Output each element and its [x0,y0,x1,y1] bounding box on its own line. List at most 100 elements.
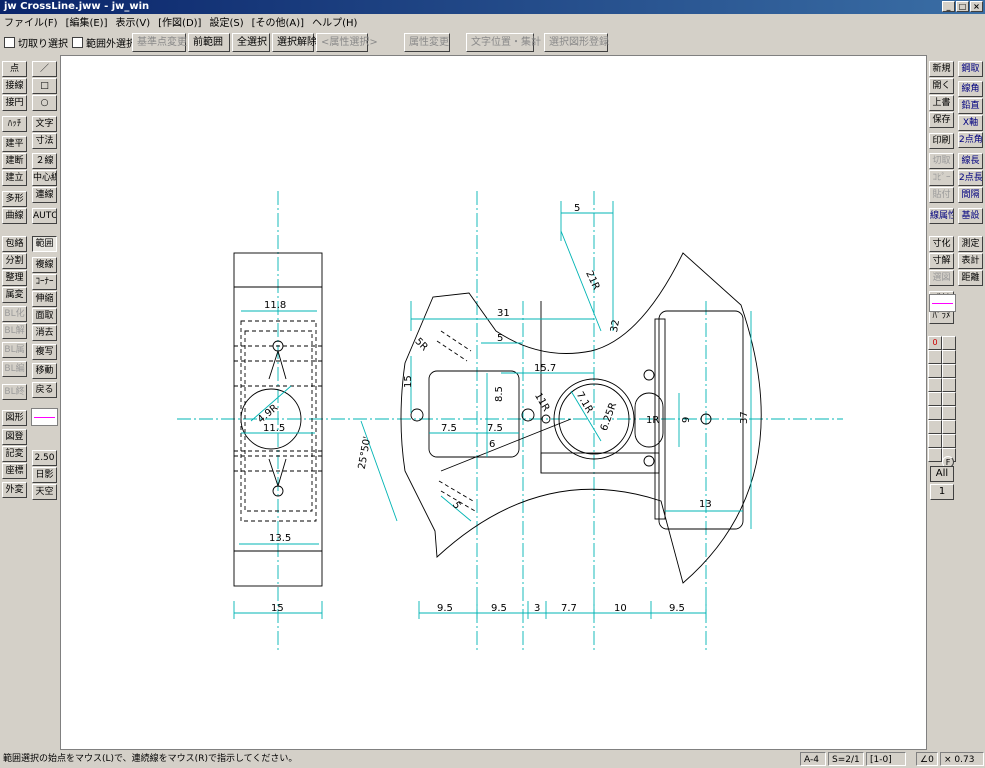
layer-cell[interactable] [942,392,956,406]
layer-cell[interactable] [928,406,942,420]
right-tool-b-9[interactable]: 測定 [958,236,983,252]
left-tool-a-22[interactable]: 外変 [2,482,27,498]
layer-cell[interactable] [942,364,956,378]
left-tool-a-6[interactable]: 建立 [2,170,27,186]
right-tool-a-8[interactable]: 線属性 [929,208,954,224]
left-tool-a-0[interactable]: 点 [2,61,27,77]
left-tool-a-4[interactable]: 建平 [2,136,27,152]
left-tool-a-15[interactable]: BL属 [2,342,27,358]
right-tool-b-5[interactable]: 線長 [958,153,983,169]
left-tool-a-3[interactable]: ﾊｯﾁ [2,116,27,132]
left-tool-a-21[interactable]: 座標 [2,463,27,479]
right-tool-b-1[interactable]: 線角 [958,81,983,97]
right-tool-b-6[interactable]: 2点長 [958,170,983,186]
right-tool-b-7[interactable]: 間隔 [958,187,983,203]
right-tool-b-11[interactable]: 距離 [958,270,983,286]
left-tool-b-16[interactable]: 移動 [32,363,57,379]
left-tool-b-1[interactable]: □ [32,78,57,94]
right-tool-a-3[interactable]: 保存 [929,112,954,128]
left-tool-b-18[interactable]: 2.50 [32,450,57,466]
minimize-icon[interactable]: _ [942,1,955,12]
text-position-button[interactable]: 文字位置・集計 [466,33,541,52]
layer-cell[interactable] [928,378,942,392]
left-tool-a-10[interactable]: 分割 [2,253,27,269]
layer-cell[interactable] [928,448,942,462]
layer-all-button[interactable]: All [930,466,954,482]
layer-cell[interactable] [928,364,942,378]
layer-cell[interactable] [942,434,956,448]
right-tool-a-4[interactable]: 印刷 [929,133,954,149]
right-tool-a-5[interactable]: 切取 [929,153,954,169]
line-style-preview[interactable] [31,408,58,426]
right-tool-b-4[interactable]: 2点角 [958,132,983,148]
layer-group-marker[interactable]: 0 [928,336,942,350]
layer-page-button[interactable]: 1 [930,484,954,500]
menu-other[interactable]: [その他(A)] [251,18,305,29]
right-tool-a-6[interactable]: ｺﾋﾟｰ [929,170,954,186]
cut-select-checkbox[interactable]: 切取り選択 [4,35,68,50]
scale-indicator[interactable]: S=2/1 [828,752,864,766]
layer-indicator[interactable]: [1-0] [866,752,906,766]
left-tool-b-20[interactable]: 天空 [32,484,57,500]
layer-cell[interactable] [928,392,942,406]
left-tool-b-4[interactable]: 寸法 [32,133,57,149]
line-color-preview[interactable] [929,294,956,312]
left-tool-b-7[interactable]: 連線 [32,187,57,203]
right-tool-b-3[interactable]: X軸 [958,115,983,131]
layer-cell[interactable] [928,434,942,448]
right-tool-a-9[interactable]: 寸化 [929,236,954,252]
right-tool-a-10[interactable]: 寸解 [929,253,954,269]
left-tool-b-9[interactable]: 範囲 [32,236,57,252]
change-base-point-button[interactable]: 基準点変更 [132,33,187,52]
outside-select-checkbox[interactable]: 範囲外選択 [72,35,136,50]
zoom-indicator[interactable]: × 0.73 [940,752,984,766]
left-tool-a-16[interactable]: BL編 [2,361,27,377]
right-tool-a-7[interactable]: 貼付 [929,187,954,203]
layer-cell[interactable] [942,420,956,434]
angle-indicator[interactable]: ∠0 [916,752,938,766]
right-tool-a-0[interactable]: 新規 [929,61,954,77]
menu-draw[interactable]: [作図(D)] [158,18,202,29]
left-tool-b-5[interactable]: ２線 [32,153,57,169]
left-tool-a-18[interactable]: 図形 [2,410,27,426]
left-tool-a-11[interactable]: 整理 [2,270,27,286]
left-tool-b-14[interactable]: 消去 [32,325,57,341]
left-tool-a-7[interactable]: 多形 [2,191,27,207]
layer-cell[interactable] [942,406,956,420]
paper-size[interactable]: A-4 [800,752,826,766]
menu-settings[interactable]: 設定(S) [209,18,244,29]
right-tool-b-8[interactable]: 基設 [958,208,983,224]
left-tool-a-5[interactable]: 建断 [2,153,27,169]
left-tool-a-8[interactable]: 曲線 [2,208,27,224]
layer-cell[interactable] [942,350,956,364]
left-tool-b-12[interactable]: 伸縮 [32,291,57,307]
left-tool-a-14[interactable]: BL解 [2,323,27,339]
left-tool-b-10[interactable]: 複線 [32,257,57,273]
register-figure-button[interactable]: 選択図形登録 [544,33,609,52]
menu-help[interactable]: ヘルプ(H) [312,18,358,29]
left-tool-b-15[interactable]: 複写 [32,344,57,360]
left-tool-b-17[interactable]: 戻る [32,382,57,398]
left-tool-b-2[interactable]: ○ [32,95,57,111]
previous-range-button[interactable]: 前範囲 [188,33,230,52]
attribute-select-button[interactable]: <属性選択> [316,33,378,52]
menu-edit[interactable]: [編集(E)] [65,18,108,29]
layer-cell[interactable] [928,350,942,364]
left-tool-b-8[interactable]: AUTO [32,208,57,224]
layer-cell[interactable] [942,378,956,392]
close-icon[interactable]: × [970,1,983,12]
left-tool-b-6[interactable]: 中心線 [32,170,57,186]
right-tool-b-10[interactable]: 表計 [958,253,983,269]
left-tool-b-13[interactable]: 面取 [32,308,57,324]
right-tool-b-2[interactable]: 鉛直 [958,98,983,114]
left-tool-a-17[interactable]: BL終 [2,384,27,400]
right-tool-b-0[interactable]: 鋼取 [958,61,983,77]
left-tool-a-19[interactable]: 図登 [2,429,27,445]
left-tool-b-3[interactable]: 文字 [32,116,57,132]
left-tool-a-13[interactable]: BL化 [2,306,27,322]
attribute-change-button[interactable]: 属性変更 [404,33,450,52]
layer-cell[interactable] [928,420,942,434]
left-tool-b-19[interactable]: 日影 [32,467,57,483]
left-tool-a-12[interactable]: 属変 [2,287,27,303]
left-tool-a-2[interactable]: 接円 [2,95,27,111]
